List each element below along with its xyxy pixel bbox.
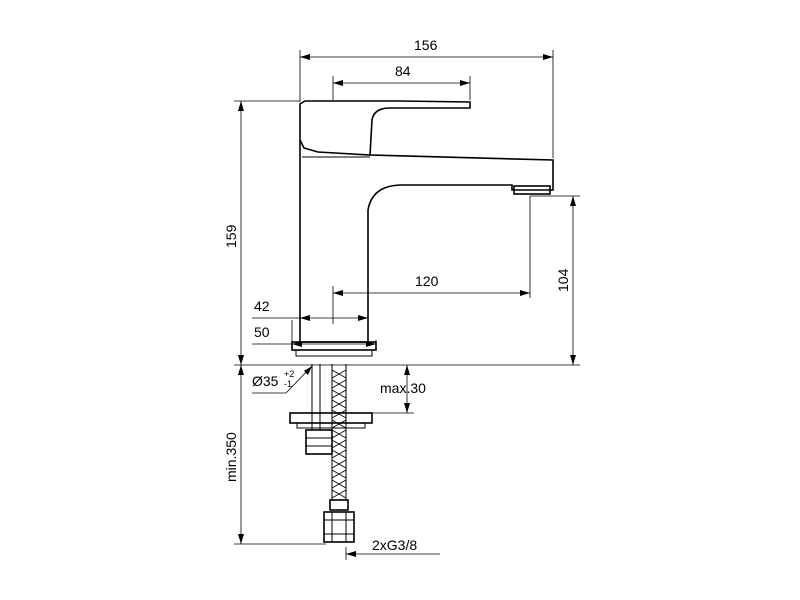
dim-body-width: 42 bbox=[254, 298, 270, 314]
extension-lines bbox=[234, 50, 580, 560]
braided-hose bbox=[331, 364, 347, 500]
dim-spout-reach: 120 bbox=[415, 273, 439, 289]
dim-hole-tol-minus: -1 bbox=[284, 379, 292, 389]
dim-connection: 2xG3/8 bbox=[372, 537, 417, 553]
dim-overall-width: 156 bbox=[414, 37, 438, 53]
dim-hose-min-length: min.350 bbox=[223, 432, 239, 482]
dim-lever-length: 84 bbox=[395, 63, 411, 79]
dim-max-thickness: max.30 bbox=[380, 380, 426, 396]
dim-spout-clearance: 104 bbox=[555, 268, 571, 292]
dim-base-width: 50 bbox=[254, 324, 270, 340]
mounting-assembly bbox=[289, 364, 373, 455]
dimension-lines bbox=[238, 54, 576, 557]
dim-total-height: 159 bbox=[223, 224, 239, 248]
hose-connector-nut bbox=[323, 499, 355, 543]
dim-hole-diameter: Ø35 bbox=[252, 373, 279, 389]
dim-hole-tol-plus: +2 bbox=[284, 369, 294, 379]
